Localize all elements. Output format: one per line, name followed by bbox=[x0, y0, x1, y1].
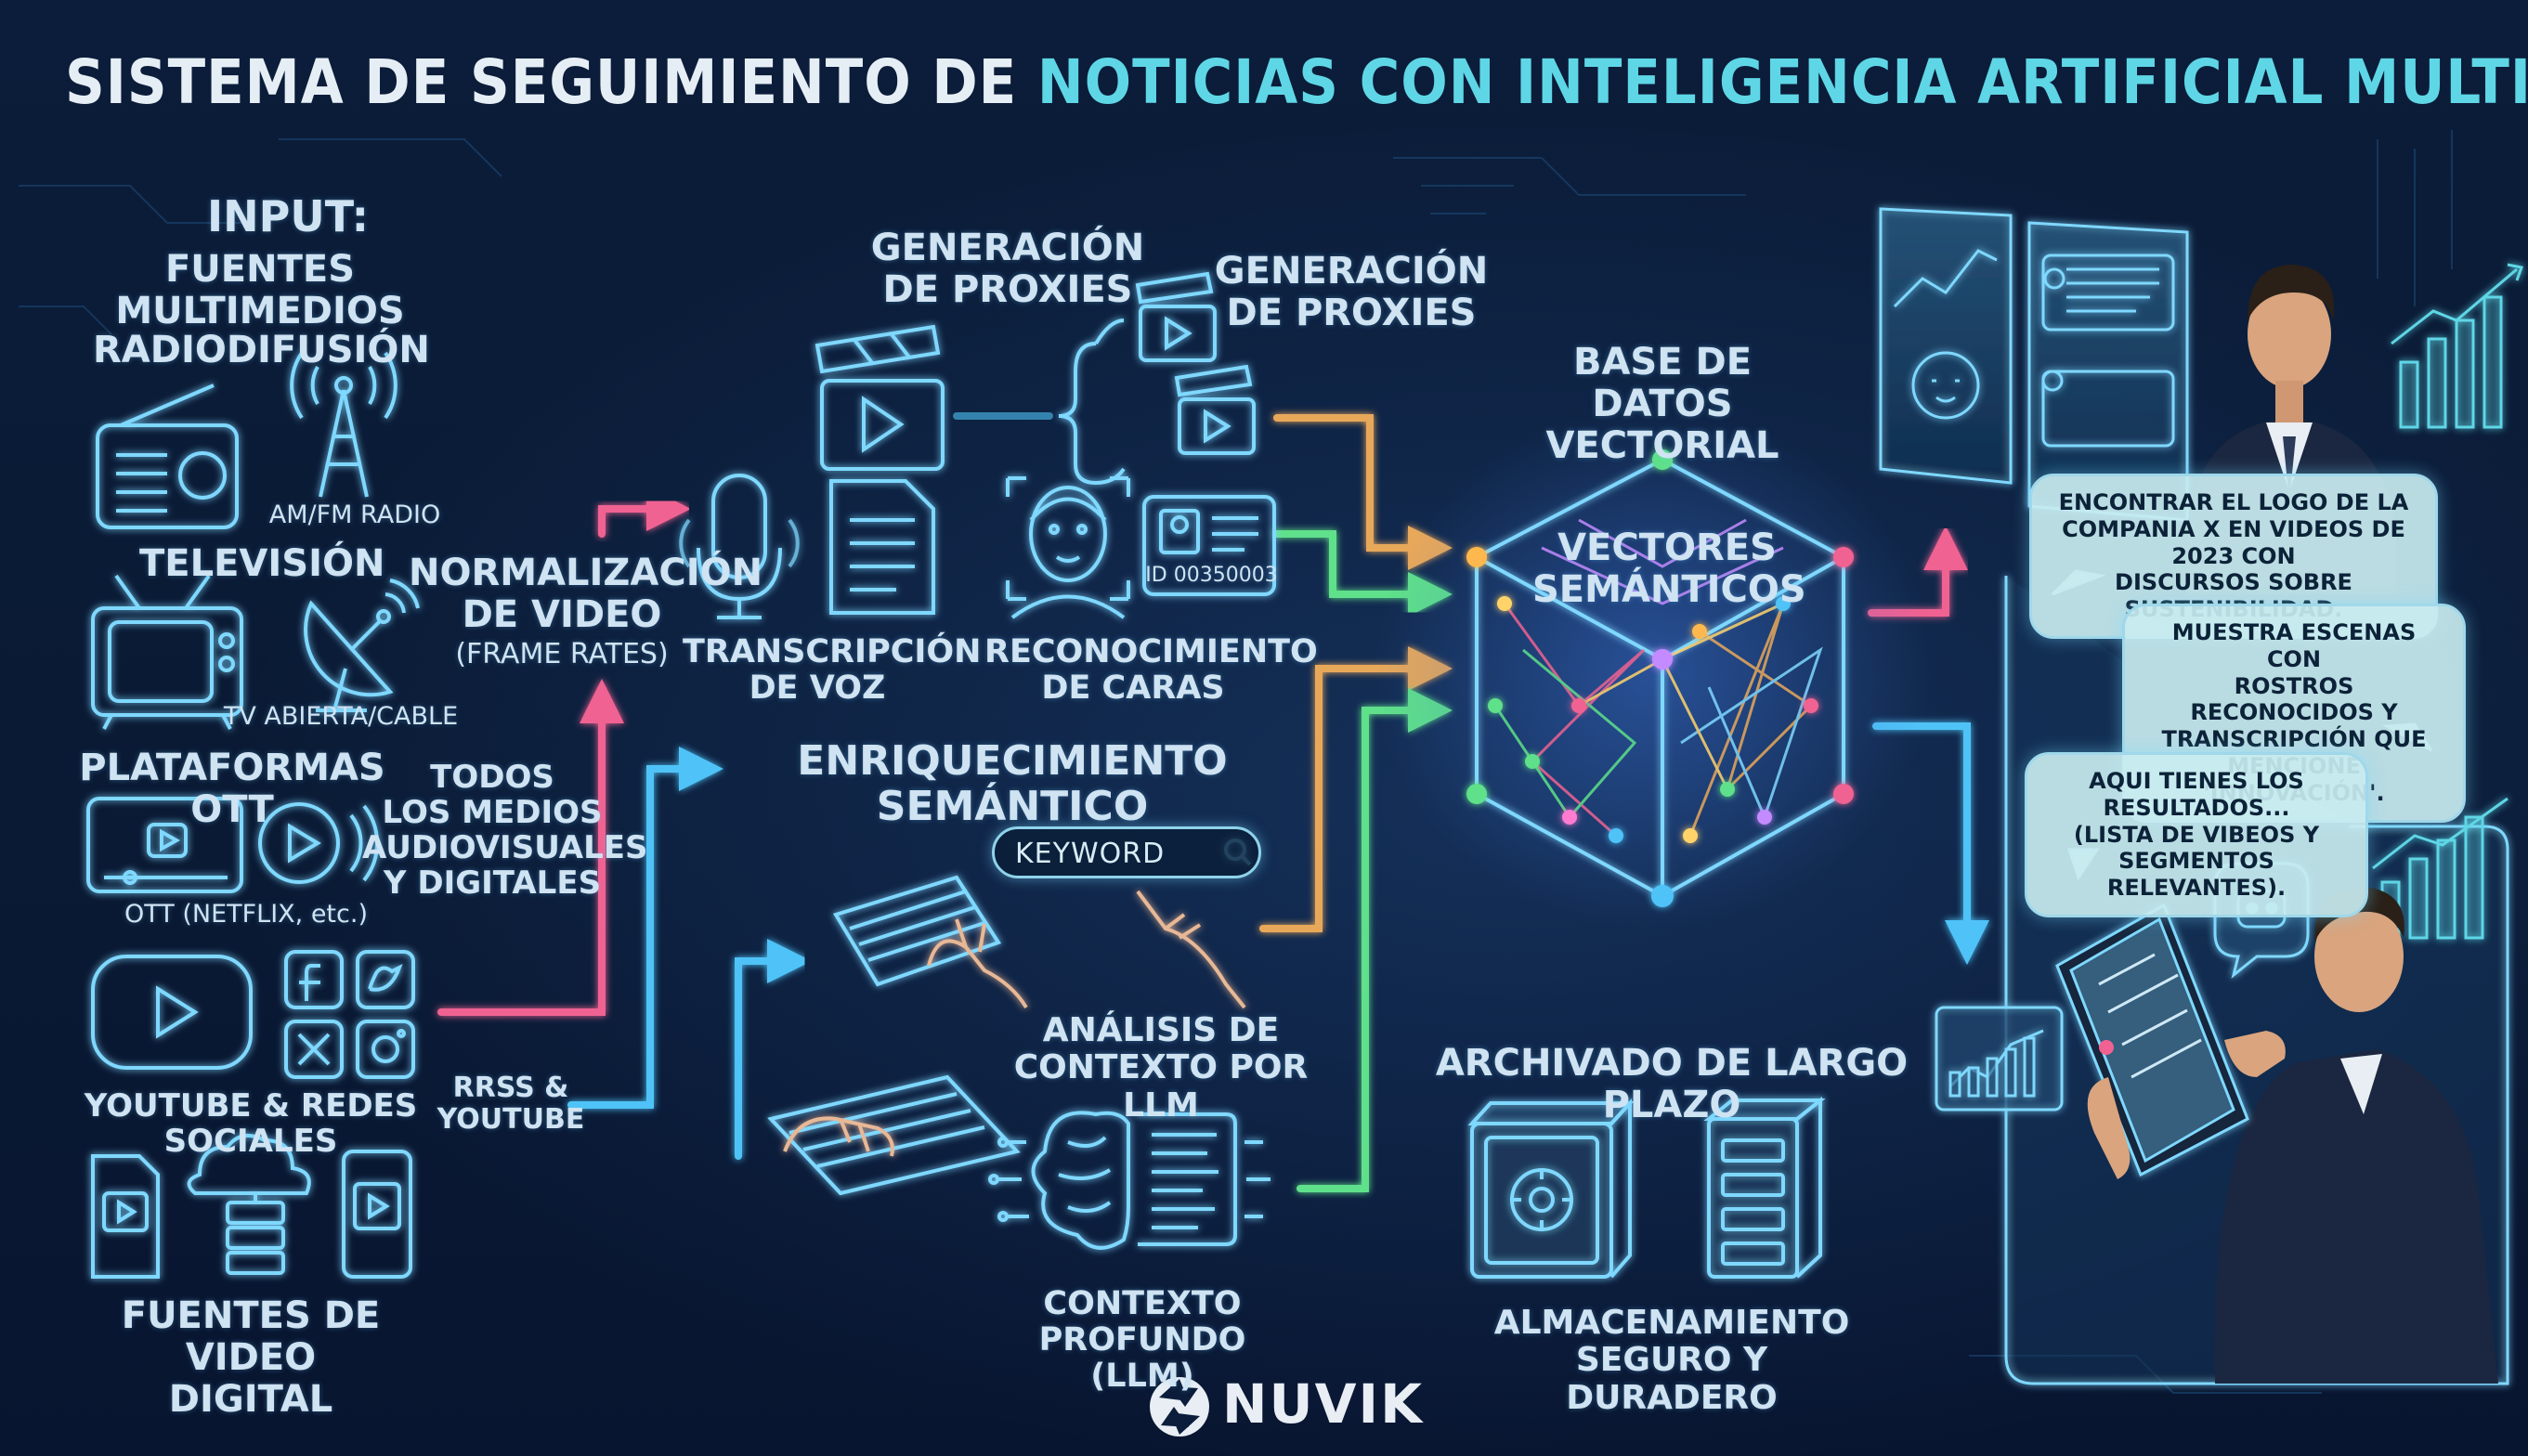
title-part-1: SISTEMA DE SEGUIMIENTO DE bbox=[65, 46, 1037, 118]
proxies-label-2: GENERACIÓN DE PROXIES bbox=[1214, 250, 1489, 334]
keyboard-upper-icon bbox=[832, 875, 1002, 987]
rrss-label: RRSS & YOUTUBE bbox=[437, 1072, 585, 1136]
input-subheading: FUENTES MULTIMEDIOS bbox=[115, 248, 405, 332]
video-file-icon bbox=[91, 1154, 160, 1279]
semantic-enrichment-heading: ENRIQUECIMIENTO SEMÁNTICO bbox=[797, 737, 1228, 831]
llm-text-panel bbox=[1138, 1112, 1271, 1246]
keyword-search-text: KEYWORD bbox=[1015, 838, 1166, 870]
trend-bars-bottom bbox=[2372, 797, 2508, 940]
hand-lower-icon bbox=[783, 1116, 894, 1157]
arrow-keyboard-to-upper bbox=[735, 939, 812, 1160]
id-card-icon bbox=[1142, 495, 1276, 596]
deep-context-label: CONTEXTO PROFUNDO (LLM) bbox=[1038, 1285, 1246, 1396]
arrow-to-small-clapper-bottom bbox=[1095, 467, 1126, 485]
facebook-icon bbox=[284, 950, 344, 1009]
frame-rates-label: (FRAME RATES) bbox=[455, 638, 669, 670]
storage-label: ALMACENAMIENTO SEGURO Y DURADERO bbox=[1493, 1304, 1850, 1417]
keyword-search-box[interactable]: KEYWORD bbox=[992, 826, 1261, 878]
input-heading: INPUT: bbox=[207, 191, 369, 241]
hand-pointing-icon bbox=[1136, 890, 1246, 1009]
digital-label: FUENTES DE VIDEO DIGITAL bbox=[121, 1294, 381, 1421]
vector-db-label: BASE DE DATOS VECTORIAL bbox=[1545, 341, 1779, 467]
results-screen bbox=[1935, 1006, 2064, 1112]
keyboard-lower-icon bbox=[767, 1074, 1021, 1196]
brand-name: NUVIK bbox=[1222, 1372, 1425, 1436]
microphone-icon bbox=[679, 474, 800, 619]
vector-database-cube bbox=[1375, 409, 1932, 929]
arrow-normalization-to-mic bbox=[598, 487, 691, 538]
tv-icon bbox=[91, 574, 243, 730]
arrow-to-small-clapper-top bbox=[1094, 318, 1125, 345]
tv-caption: TV ABIERTA/CABLE bbox=[223, 702, 459, 731]
ott-label: PLATAFORMAS OTT bbox=[79, 747, 385, 831]
ott-player-icon bbox=[86, 797, 243, 893]
transcript-document-icon bbox=[829, 479, 935, 615]
brain-llm-icon bbox=[988, 1111, 1130, 1250]
all-media-label: TODOS LOS MEDIOS AUDIOVISUALES Y DIGITAL… bbox=[362, 759, 648, 903]
ott-caption: OTT (NETFLIX, etc.) bbox=[124, 900, 368, 929]
small-clapper-bottom-icon bbox=[1174, 364, 1256, 455]
face-recognition-label: RECONOCIMIENTO DE CARAS bbox=[984, 633, 1318, 708]
vault-safe-icon bbox=[1467, 1098, 1635, 1279]
satellite-dish-icon bbox=[304, 578, 420, 712]
semantic-vectors-label: VECTORES SEMÁNTICOS bbox=[1532, 526, 1806, 611]
arrow-youtube-to-normalization bbox=[437, 679, 624, 1016]
radio-icon bbox=[96, 384, 239, 529]
instagram-icon bbox=[356, 1020, 415, 1079]
smartphone-video-icon bbox=[342, 1150, 412, 1279]
page-title: SISTEMA DE SEGUIMIENTO DE NOTICIAS CON I… bbox=[65, 46, 2528, 118]
businessman-bottom bbox=[2214, 887, 2498, 1384]
llm-analysis-label: ANÁLISIS DE CONTEXTO POR LLM bbox=[1013, 1011, 1309, 1124]
radio-label: RADIODIFUSIÓN bbox=[93, 329, 430, 371]
chat-reply-bubble: AQUI TIENES LOS RESULTADOS... (LISTA DE … bbox=[2025, 752, 2368, 917]
radio-caption: AM/FM RADIO bbox=[268, 500, 441, 529]
youtube-play-icon bbox=[91, 955, 253, 1070]
arrow-id-to-cube bbox=[1273, 530, 1453, 617]
arrow-proxy-to-cube bbox=[1273, 414, 1453, 570]
proxies-label-1: GENERACIÓN DE PROXIES bbox=[870, 227, 1145, 311]
proxy-bracket bbox=[1058, 342, 1097, 485]
x-icon bbox=[284, 1020, 344, 1079]
nuvik-logo-icon bbox=[1150, 1377, 1209, 1436]
cloud-server-icon bbox=[187, 1133, 311, 1275]
robot-head-icon bbox=[1911, 351, 1980, 420]
ott-stream-icon bbox=[258, 802, 379, 884]
hand-upper-icon bbox=[927, 918, 1028, 1009]
transcription-label: TRANSCRIPCIÓN DE VOZ bbox=[683, 633, 982, 708]
youtube-label: YOUTUBE & REDES SOCIALES bbox=[84, 1087, 418, 1161]
archive-label: ARCHIVADO DE LARGO PLAZO bbox=[1435, 1042, 1909, 1126]
tv-label: TELEVISIÓN bbox=[139, 542, 385, 585]
twitter-icon bbox=[356, 950, 415, 1009]
video-clapper-icon bbox=[814, 324, 945, 471]
dashboard-trend-line bbox=[1893, 249, 1998, 308]
trend-bars-top bbox=[2391, 263, 2523, 429]
server-rack-icon bbox=[1703, 1096, 1826, 1279]
face-recognition-icon bbox=[1006, 476, 1130, 619]
antenna-tower-icon bbox=[290, 351, 397, 498]
arrow-rrss-to-enrichment bbox=[567, 747, 723, 1109]
title-part-2: NOTICIAS CON INTELIGENCIA ARTIFICIAL MUL… bbox=[1036, 46, 2528, 118]
brand-logo: NUVIK bbox=[1152, 1365, 1430, 1439]
normalization-label: NORMALIZACIÓN DE VIDEO bbox=[409, 552, 763, 636]
hand-on-tablet bbox=[2087, 1031, 2286, 1179]
id-card-text: ID 00350003 bbox=[1145, 564, 1278, 587]
small-clapper-top-icon bbox=[1135, 271, 1217, 362]
